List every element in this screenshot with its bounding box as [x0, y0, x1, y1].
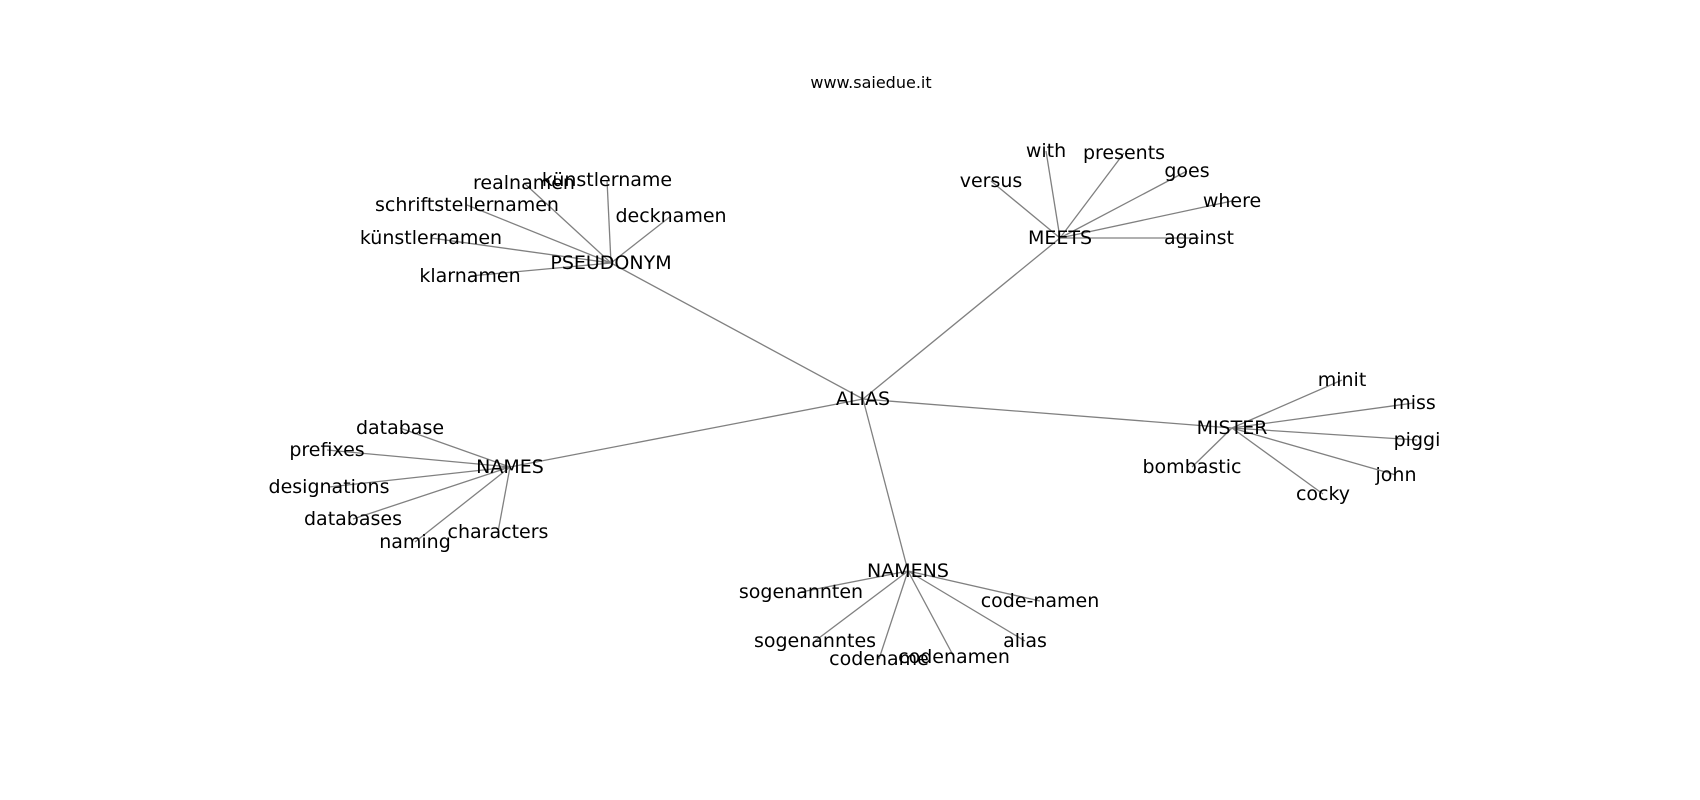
edge-pseudonym-leaf: [523, 182, 612, 264]
edge-root-mister: [862, 398, 1233, 429]
edge-namens-leaf: [814, 570, 909, 642]
leaf-node-label: naming: [379, 531, 451, 553]
edge-pseudonym-leaf: [466, 204, 612, 264]
leaf-node-label: künstlername: [542, 169, 672, 191]
leaf-node-label: john: [1375, 464, 1417, 486]
leaf-node-label: schriftstellernamen: [375, 194, 559, 216]
leaf-node-label: databases: [304, 508, 402, 530]
edge-root-meets: [862, 237, 1061, 400]
leaf-node-label: database: [356, 417, 444, 439]
leaf-node-label: against: [1164, 227, 1234, 249]
edge-meets-leaf: [1059, 170, 1188, 239]
hub-node-mister: MISTER: [1197, 417, 1268, 439]
edge-mister-leaf: [1191, 427, 1233, 468]
edge-mister-leaf: [1231, 402, 1415, 429]
edge-names-leaf: [352, 466, 511, 520]
leaf-node-label: minit: [1318, 369, 1367, 391]
leaf-node-label: alias: [1003, 630, 1047, 652]
edge-pseudonym-leaf: [430, 237, 612, 264]
edge-meets-leaf: [1059, 152, 1125, 239]
leaf-node-label: realnamen: [473, 172, 575, 194]
edge-names-leaf: [414, 466, 511, 543]
edge-mister-leaf: [1231, 427, 1397, 476]
edge-mister-leaf: [1231, 427, 1418, 441]
leaf-node-label: cocky: [1296, 483, 1350, 505]
hub-node-names: NAMES: [476, 456, 544, 478]
edge-names-leaf: [326, 449, 511, 468]
edge-names-leaf: [399, 427, 511, 468]
leaf-node-label: miss: [1392, 392, 1436, 414]
edge-root-namens: [862, 398, 909, 572]
edge-root-pseudonym: [610, 262, 864, 400]
edge-meets-leaf: [1045, 150, 1061, 239]
edge-mister-leaf: [1231, 379, 1343, 429]
root-node-label: ALIAS: [836, 388, 890, 410]
edge-meets-leaf: [990, 180, 1061, 239]
edge-mister-leaf: [1231, 427, 1324, 495]
edge-pseudonym-leaf: [610, 215, 672, 264]
leaf-node-label: codename: [829, 648, 929, 670]
leaf-node-label: designations: [269, 476, 390, 498]
leaf-node-label: code-namen: [981, 590, 1100, 612]
site-label: www.saiedue.it: [810, 73, 931, 92]
edge-names-leaf: [328, 466, 511, 488]
leaf-node-label: versus: [960, 170, 1023, 192]
hub-node-meets: MEETS: [1028, 227, 1092, 249]
leaf-node-label: bombastic: [1143, 456, 1242, 478]
edge-pseudonym-leaf: [469, 262, 612, 277]
edge-names-leaf: [497, 466, 511, 533]
leaf-node-label: sogenannten: [739, 581, 863, 603]
leaf-node-label: prefixes: [289, 439, 364, 461]
edge-namens-leaf: [907, 570, 1041, 602]
edge-namens-leaf: [907, 570, 955, 658]
leaf-node-label: characters: [448, 521, 549, 543]
leaf-node-label: codenamen: [898, 646, 1010, 668]
leaf-node-label: klarnamen: [419, 265, 520, 287]
leaf-node-label: goes: [1164, 160, 1209, 182]
edge-namens-leaf: [800, 570, 909, 593]
edge-namens-leaf: [907, 570, 1026, 642]
leaf-node-label: where: [1203, 190, 1261, 212]
leaf-node-label: sogenanntes: [754, 630, 876, 652]
edge-namens-leaf: [878, 570, 909, 660]
leaf-node-label: presents: [1083, 142, 1165, 164]
edge-root-names: [509, 398, 864, 468]
edge-meets-leaf: [1059, 200, 1233, 239]
hub-node-pseudonym: PSEUDONYM: [550, 252, 671, 274]
edge-pseudonym-leaf: [606, 179, 612, 264]
leaf-node-label: with: [1026, 140, 1066, 162]
leaf-node-label: decknamen: [615, 205, 726, 227]
edges: [326, 150, 1418, 660]
hub-node-namens: NAMENS: [867, 560, 949, 582]
leaf-node-label: künstlernamen: [360, 227, 502, 249]
leaf-node-label: piggi: [1394, 429, 1441, 451]
